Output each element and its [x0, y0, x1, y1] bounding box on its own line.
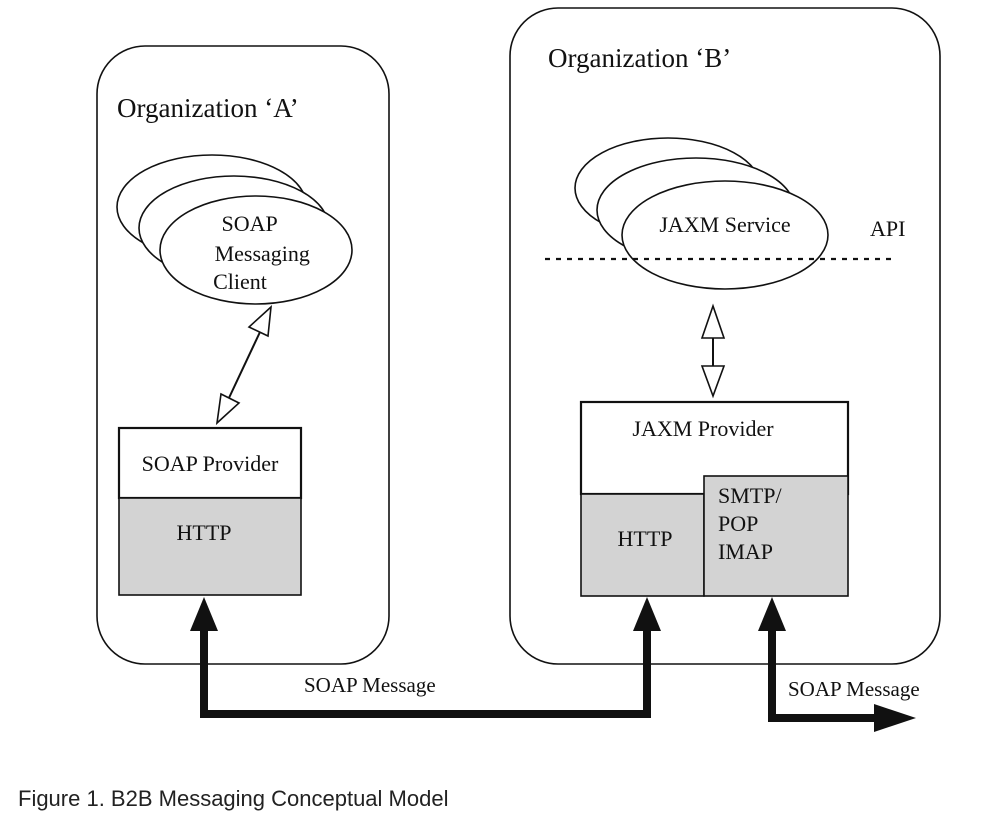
soap-message-outgoing-label: SOAP Message [788, 677, 920, 701]
mail-protocols-box [703, 475, 849, 597]
soap-provider-box [117, 426, 303, 500]
soap-message-path [190, 597, 661, 718]
soap-provider-label: SOAP Provider [142, 451, 279, 476]
org-b-service-stack [574, 137, 829, 290]
jaxm-service-ellipse [621, 180, 829, 290]
mail-protocols-label: SMTP/ POP IMAP [718, 483, 787, 564]
org-a-title: Organization ‘A’ [117, 93, 299, 123]
arrowhead-to-org-a [190, 597, 218, 631]
org-a-http-box [118, 497, 302, 596]
jaxm-service-label: JAXM Service [659, 212, 790, 237]
figure-caption: Figure 1. B2B Messaging Conceptual Model [18, 786, 449, 811]
arrowhead-outgoing [874, 704, 916, 732]
org-b-title: Organization ‘B’ [548, 43, 731, 73]
org-a-http-label: HTTP [177, 520, 232, 545]
arrowhead-to-mail-box [758, 597, 786, 631]
org-a-client-stack [116, 154, 353, 305]
org-b-http-box [580, 493, 705, 597]
api-label: API [870, 216, 905, 241]
soap-messaging-client-ellipse [159, 195, 353, 305]
soap-messaging-client-label: SOAP Messaging Client [213, 211, 315, 294]
jaxm-provider-label: JAXM Provider [632, 416, 774, 441]
org-a-client-provider-arrow [215, 304, 273, 426]
org-b-http-label: HTTP [618, 526, 673, 551]
soap-message-between-label: SOAP Message [304, 673, 436, 697]
arrowhead-to-org-b [633, 597, 661, 631]
outgoing-soap-message-path [758, 597, 916, 732]
org-b-service-provider-arrow [700, 303, 726, 399]
